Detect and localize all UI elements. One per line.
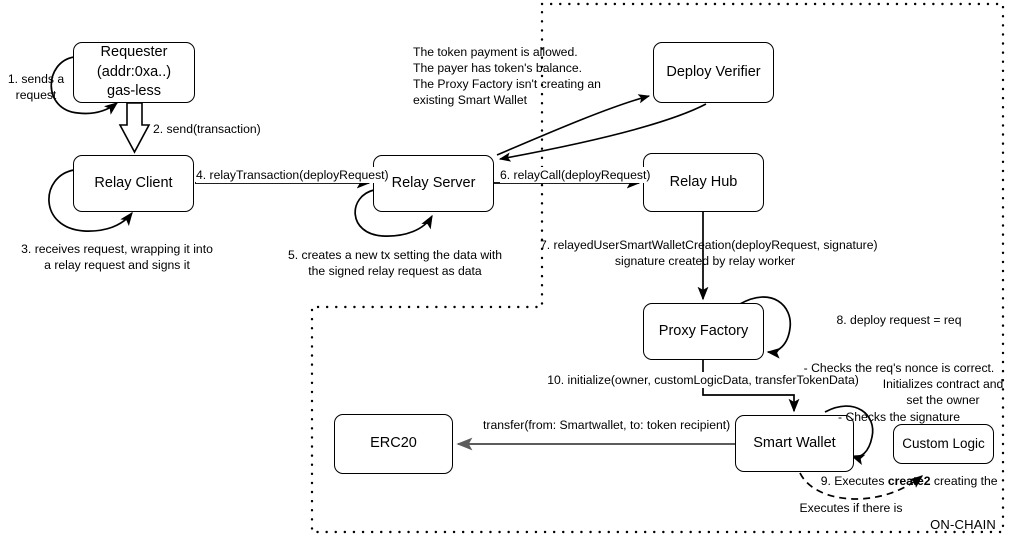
node-erc20-label: ERC20 — [370, 435, 417, 452]
arrow-step5-self-loop — [354, 189, 433, 237]
node-custom-logic[interactable]: Custom Logic — [893, 424, 994, 464]
node-deploy-verifier-label: Deploy Verifier — [666, 63, 761, 80]
label-on-chain: ON-CHAIN — [930, 517, 996, 532]
label-executes-if-there-is: Executes if there is — [799, 501, 903, 515]
arrow-step8-9-self-loop — [739, 296, 792, 359]
label-step8-9: 8. deploy request = req - Checks the req… — [790, 280, 1008, 538]
label-step1: 1. sends a request — [7, 72, 65, 103]
label-step8-line2: - Checks the req's nonce is correct. — [803, 361, 995, 376]
label-step6: 6. relayCall(deployRequest) — [500, 167, 651, 184]
node-requester-label: Requester (addr:0xa..) gas-less — [96, 44, 172, 100]
node-relay-hub[interactable]: Relay Hub — [643, 153, 764, 212]
label-step9-prefix: 9. Executes — [820, 474, 888, 489]
node-proxy-factory-label: Proxy Factory — [658, 322, 749, 339]
node-smart-wallet-label: Smart Wallet — [753, 434, 836, 451]
node-erc20[interactable]: ERC20 — [334, 414, 453, 474]
node-custom-logic-label: Custom Logic — [902, 435, 985, 451]
arrow-step2-send-transaction — [118, 102, 151, 154]
label-step5: 5. creates a new tx setting the data wit… — [287, 248, 503, 279]
label-deploy-verifier-note: The token payment is allowed. The payer … — [413, 45, 601, 108]
node-relay-hub-label: Relay Hub — [669, 173, 738, 190]
node-deploy-verifier[interactable]: Deploy Verifier — [653, 42, 774, 103]
label-step9-suffix: creating the — [930, 474, 998, 489]
node-requester[interactable]: Requester (addr:0xa..) gas-less — [73, 42, 195, 103]
arrow-relay-server-to-deploy-verifier — [496, 94, 651, 156]
node-relay-server-label: Relay Server — [391, 174, 476, 191]
label-transfer: transfer(from: Smartwallet, to: token re… — [483, 417, 731, 434]
label-step4: 4. relayTransaction(deployRequest) — [196, 167, 389, 184]
node-smart-wallet[interactable]: Smart Wallet — [735, 415, 854, 472]
arrow-step1-self-loop — [50, 56, 119, 115]
label-step8-line3: - Checks the signature — [838, 409, 960, 424]
label-initializes-contract: Initializes contract and set the owner — [882, 377, 1004, 408]
arrow-smart-wallet-self-loop — [824, 405, 874, 466]
arrow-executes-if-there-is — [799, 472, 924, 500]
label-step3: 3. receives request, wrapping it into a … — [21, 242, 213, 273]
label-step9-line1: 9. Executes create2 creating the — [790, 457, 1008, 505]
label-step7: 7. relayedUserSmartWalletCreation(deploy… — [540, 238, 878, 269]
node-relay-client-label: Relay Client — [94, 174, 173, 191]
node-relay-client[interactable]: Relay Client — [73, 155, 194, 212]
node-relay-server[interactable]: Relay Server — [373, 155, 494, 212]
arrow-deploy-verifier-to-relay-server — [498, 103, 707, 162]
arrow-step3-self-loop — [48, 169, 133, 232]
label-step8-line1: 8. deploy request = req — [836, 313, 962, 328]
node-proxy-factory[interactable]: Proxy Factory — [643, 303, 764, 360]
label-step2: 2. send(transaction) — [153, 122, 261, 136]
label-step9-create2: create2 — [887, 474, 931, 489]
label-step10: 10. initialize(owner, customLogicData, t… — [535, 372, 871, 389]
